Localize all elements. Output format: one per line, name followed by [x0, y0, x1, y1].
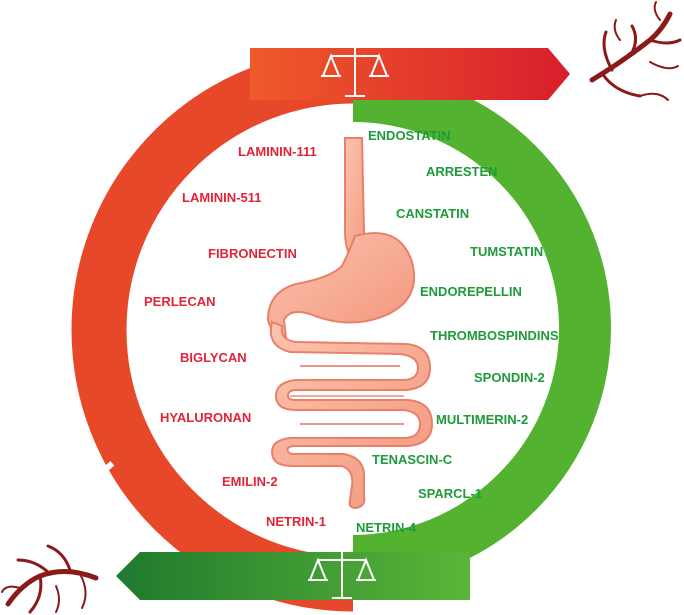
pro-label-perlecan: PERLECAN — [144, 294, 216, 309]
pro-label-netrin-1: NETRIN-1 — [266, 514, 326, 529]
pro-label-fibronectin: FIBRONECTIN — [208, 246, 297, 261]
pro-label-hyaluronan: HYALURONAN — [160, 410, 251, 425]
pro-label-biglycan: BIGLYCAN — [180, 350, 247, 365]
anti-label-spondin-2: SPONDIN-2 — [474, 370, 545, 385]
pro-label-laminin-511: LAMININ-511 — [182, 190, 261, 205]
bottom-arrow-bar — [116, 552, 470, 600]
anti-label-endorepellin: ENDOREPELLIN — [420, 284, 522, 299]
pro-label-laminin-111: LAMININ-111 — [238, 144, 317, 159]
anti-label-multimerin-2: MULTIMERIN-2 — [436, 412, 528, 427]
anti-label-tenascin-c: TENASCIN-C — [372, 452, 453, 467]
anti-label-arresten: ARRESTEN — [426, 164, 498, 179]
anti-label-thrombospindins: THROMBOSPINDINS — [430, 328, 559, 343]
anti-label-canstatin: CANSTATIN — [396, 206, 469, 221]
pro-label-emilin-2: EMILIN-2 — [222, 474, 278, 489]
anti-label-netrin-4: NETRIN-4 — [356, 520, 417, 535]
anti-label-sparcl-1: SPARCL-1 — [418, 486, 482, 501]
top-arrow-bar — [250, 48, 570, 100]
anti-label-endostatin: ENDOSTATIN — [368, 128, 451, 143]
anti-label-tumstatin: TUMSTATIN — [470, 244, 543, 259]
blood-vessel-icon — [2, 546, 96, 612]
blood-vessel-icon — [592, 2, 680, 100]
